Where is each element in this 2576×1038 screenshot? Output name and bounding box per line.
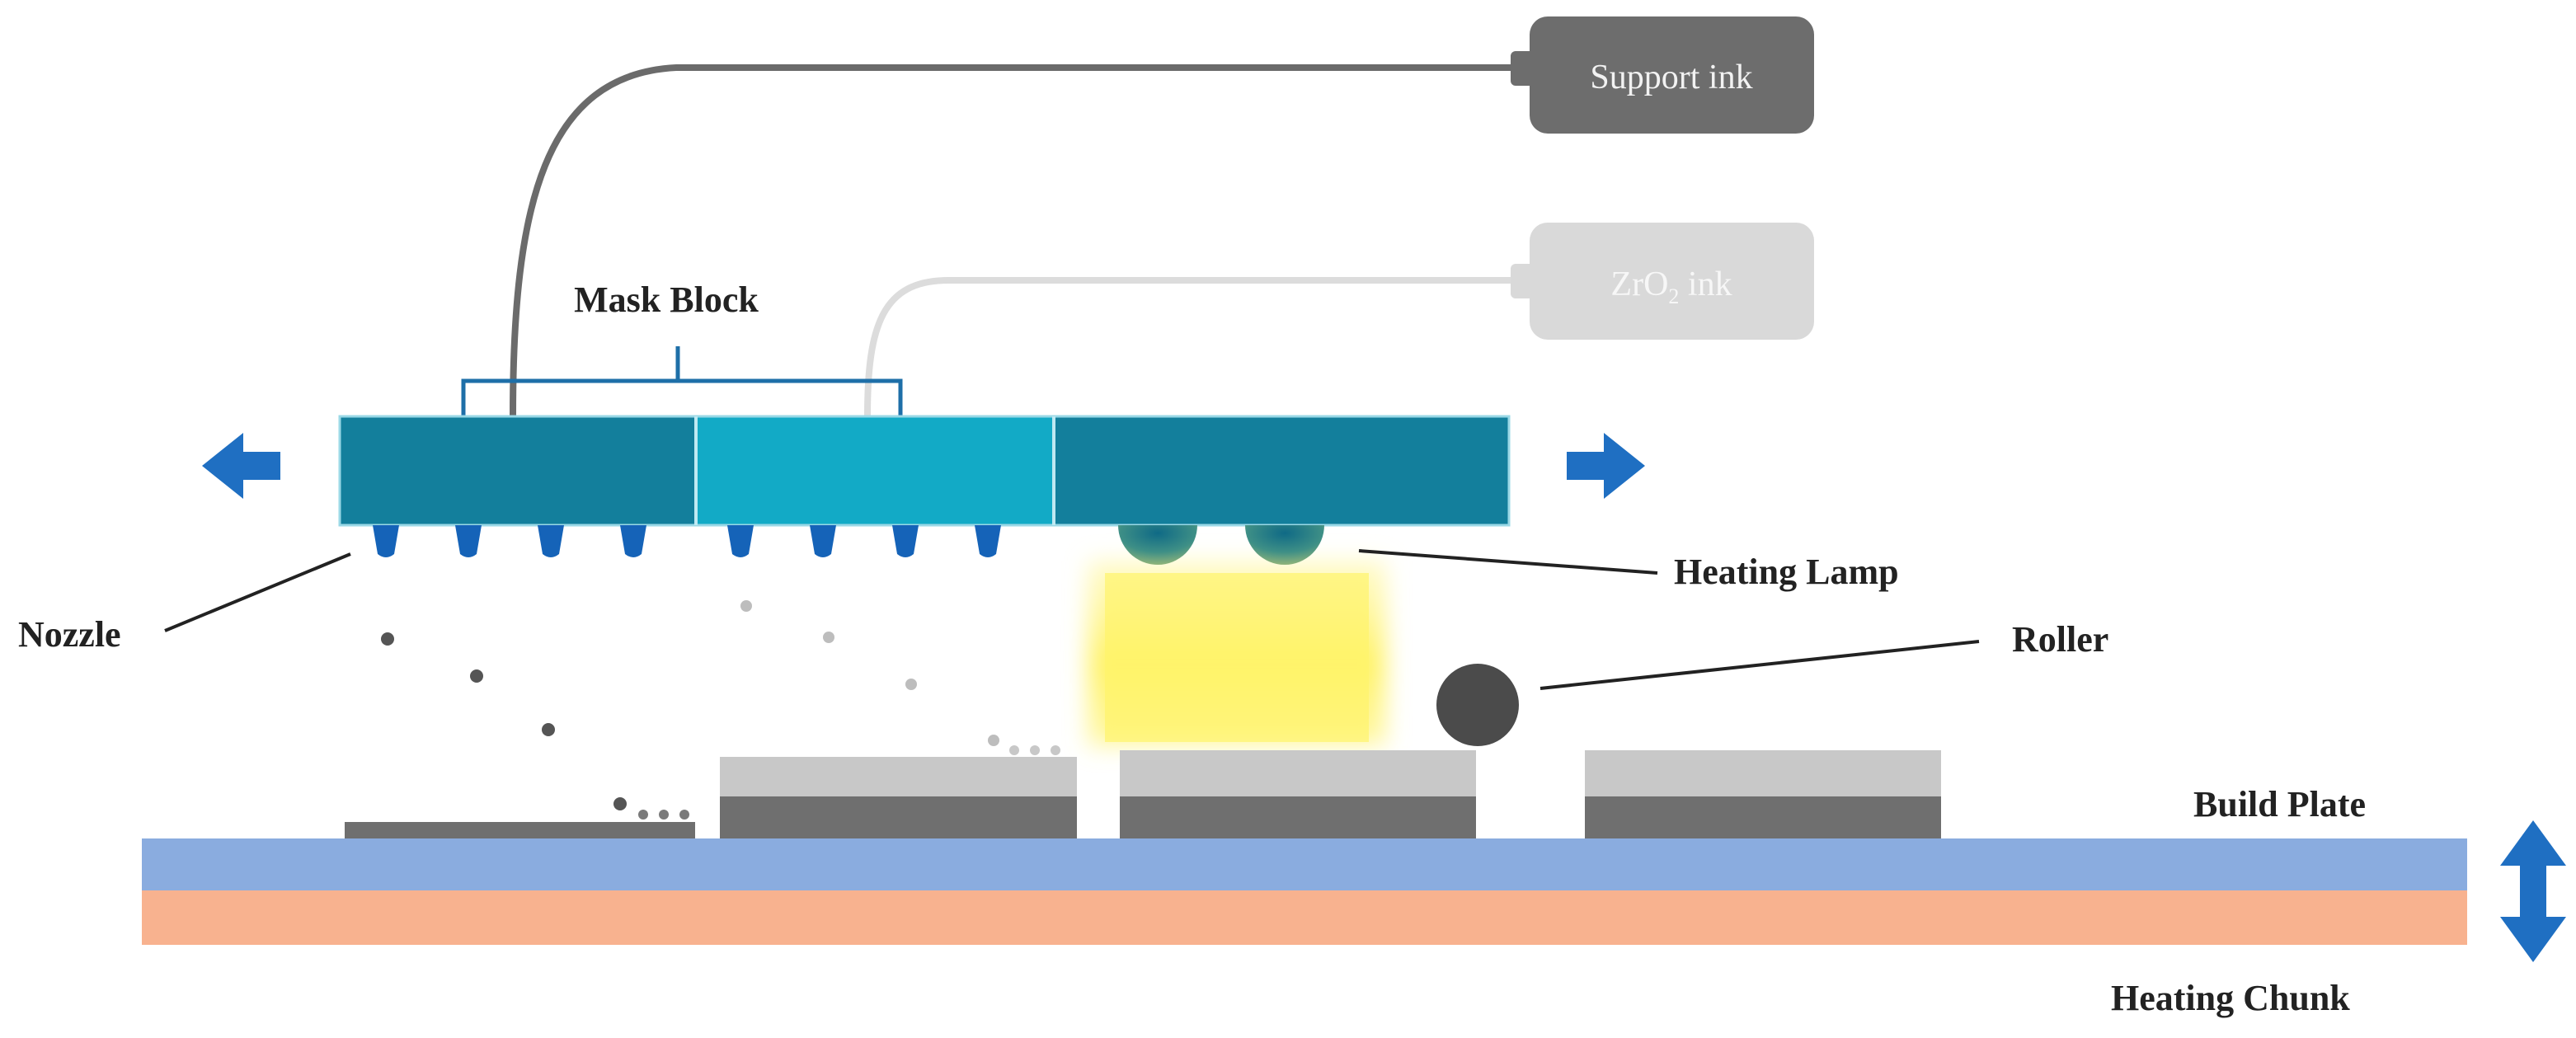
nozzle-label: Nozzle (18, 614, 121, 655)
nozzle (727, 525, 754, 557)
nozzle (538, 525, 564, 557)
heating-lamp-light (1088, 561, 1385, 746)
printed-layer-thin (345, 822, 695, 838)
support-ink-reservoir: Support ink (1511, 16, 1814, 134)
print-head (338, 415, 1511, 527)
zro2-ink-label: ZrO2 ink (1610, 265, 1732, 308)
nozzle (455, 525, 482, 557)
print-head-support-section (340, 416, 694, 525)
arrow-updown-icon (2500, 820, 2566, 962)
roller-leader (1539, 640, 1980, 690)
arrow-left-icon (202, 433, 280, 499)
heating-chunk (142, 890, 2467, 945)
build-plate (142, 838, 2467, 890)
printed-part-1 (720, 757, 1077, 838)
print-head-lamp-section (1055, 416, 1509, 525)
support-ink-tube (510, 64, 1530, 417)
mask-block-label: Mask Block (574, 279, 759, 320)
support-ink-droplets (381, 632, 689, 820)
heating-lamp (1118, 525, 1324, 565)
nozzle (810, 525, 836, 557)
nozzle-leader (164, 552, 351, 632)
mask-block-bracket (461, 346, 903, 416)
nozzle-row (373, 525, 1001, 557)
nozzle (373, 525, 399, 557)
heating-lamp-label: Heating Lamp (1674, 552, 1899, 592)
print-head-zro2-section (698, 416, 1052, 525)
printed-part-3 (1585, 750, 1941, 838)
zro2-ink-droplets (740, 600, 1060, 755)
heating-chunk-label: Heating Chunk (2111, 978, 2350, 1018)
heating-lamp-leader (1358, 549, 1658, 575)
support-ink-label: Support ink (1590, 59, 1752, 96)
arrow-right-icon (1567, 433, 1645, 499)
nozzle (892, 525, 919, 557)
roller-label: Roller (2012, 619, 2108, 660)
zro2-ink-reservoir: ZrO2 ink (1511, 223, 1814, 340)
nozzle (975, 525, 1001, 557)
roller (1436, 664, 1519, 746)
zro2-ink-tube (864, 277, 1530, 417)
build-plate-label: Build Plate (2193, 784, 2366, 824)
printed-part-2 (1120, 750, 1476, 838)
nozzle (620, 525, 646, 557)
